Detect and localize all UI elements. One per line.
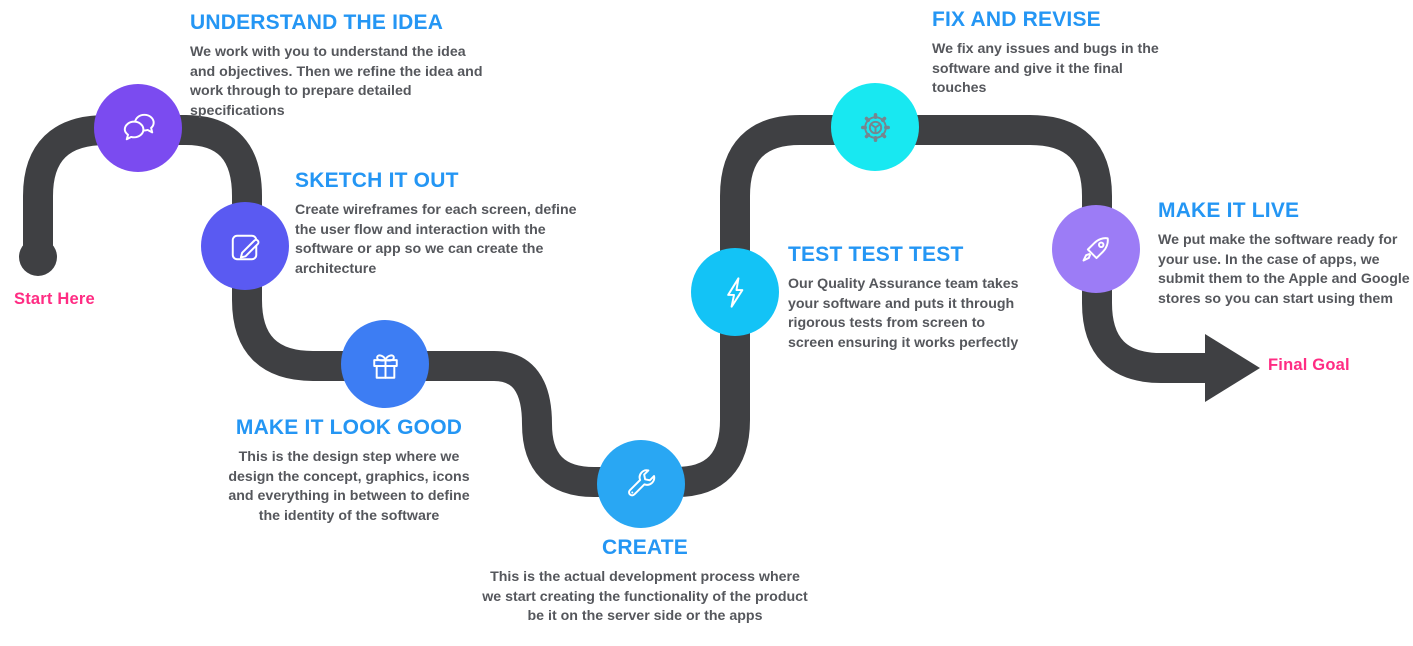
node-understand: [94, 84, 182, 172]
wrench-icon: [627, 468, 655, 496]
step-description: We fix any issues and bugs in the softwa…: [932, 41, 1159, 96]
step-live: MAKE IT LIVE We put make the software re…: [1158, 199, 1413, 309]
step-test: TEST TEST TEST Our Quality Assurance tea…: [788, 243, 1030, 353]
node-create: [597, 440, 685, 528]
step-create: CREATE This is the actual development pr…: [482, 536, 808, 627]
step-understand: UNDERSTAND THE IDEA We work with you to …: [190, 11, 486, 121]
chat-icon: [123, 113, 155, 140]
step-fix: FIX AND REVISE We fix any issues and bug…: [932, 8, 1177, 99]
node-live: [1052, 205, 1140, 293]
step-title: MAKE IT LIVE: [1158, 199, 1300, 222]
step-title: SKETCH IT OUT: [295, 169, 459, 192]
step-description: This is the design step where we design …: [228, 449, 470, 524]
node-sketch: [201, 202, 289, 290]
step-design: MAKE IT LOOK GOOD This is the design ste…: [219, 416, 479, 526]
node-fix: [831, 83, 919, 171]
final-goal-label: Final Goal: [1268, 356, 1350, 374]
node-design: [341, 320, 429, 408]
edit-icon: [231, 234, 259, 260]
step-sketch: SKETCH IT OUT Create wireframes for each…: [295, 169, 587, 279]
step-title: TEST TEST TEST: [788, 243, 964, 266]
gear-icon: [860, 112, 890, 142]
node-test: [691, 248, 779, 336]
step-title: CREATE: [602, 536, 688, 559]
route-line: [23, 115, 1207, 497]
step-description: This is the actual development process w…: [482, 569, 808, 624]
step-title: FIX AND REVISE: [932, 8, 1101, 31]
start-here-label: Start Here: [14, 290, 95, 308]
step-description: We put make the software ready for your …: [1158, 232, 1410, 307]
step-title: UNDERSTAND THE IDEA: [190, 11, 444, 34]
rocket-icon: [1082, 236, 1109, 261]
step-description: Our Quality Assurance team takes your so…: [788, 276, 1019, 351]
step-title: MAKE IT LOOK GOOD: [235, 416, 463, 439]
step-description: We work with you to understand the idea …: [190, 44, 483, 119]
lightning-icon: [726, 276, 743, 308]
gift-icon: [372, 353, 398, 379]
arrow-head-icon: [1205, 334, 1260, 402]
step-description: Create wireframes for each screen, defin…: [295, 202, 577, 277]
